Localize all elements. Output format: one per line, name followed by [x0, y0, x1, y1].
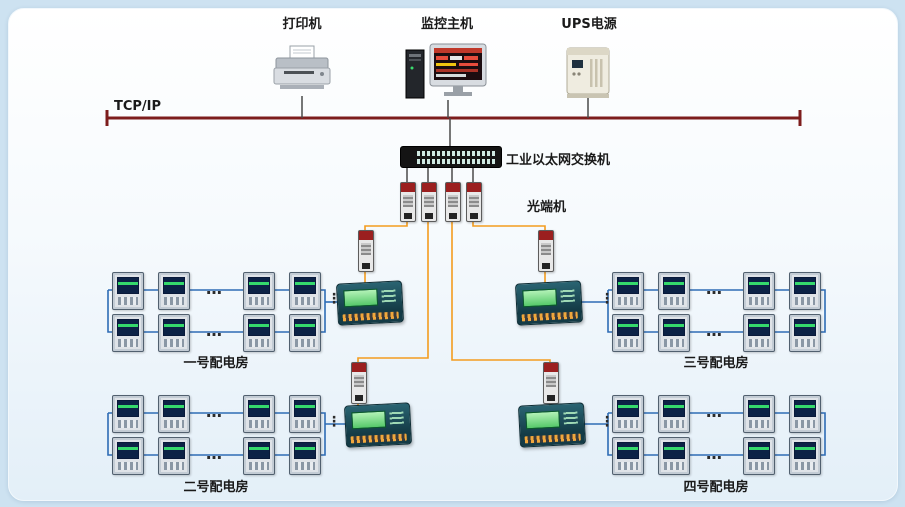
more-meters-ellipsis: …: [206, 279, 224, 298]
more-meters-ellipsis: …: [706, 321, 724, 340]
ups-label: UPS电源: [561, 17, 617, 32]
data-collector: [335, 280, 405, 326]
more-meters-ellipsis: …: [706, 402, 724, 421]
optical-transceiver: [358, 230, 374, 272]
power-meter: [789, 437, 821, 475]
room1-label: 一号配电房: [183, 356, 249, 371]
power-meter: [658, 314, 690, 352]
more-meters-ellipsis: …: [206, 321, 224, 340]
optical-transceiver: [445, 182, 461, 222]
power-meter: [158, 395, 190, 433]
power-meter: [612, 314, 644, 352]
power-meter: [743, 437, 775, 475]
collector-keys: [389, 410, 404, 425]
ethernet-switch: [400, 146, 502, 168]
more-meters-ellipsis: …: [206, 444, 224, 463]
power-meter: [112, 437, 144, 475]
monitor-host-device: [404, 42, 494, 106]
power-meter: [612, 272, 644, 310]
optical-transceiver: [538, 230, 554, 272]
ups-icon: [564, 47, 612, 104]
power-meter: [789, 395, 821, 433]
collector-screen: [522, 288, 558, 308]
power-meter: [112, 272, 144, 310]
switch-label: 工业以太网交换机: [506, 153, 611, 168]
collector-keys: [560, 288, 575, 303]
data-collector: [514, 280, 584, 326]
power-meter: [743, 272, 775, 310]
room4-label: 四号配电房: [683, 480, 749, 495]
more-meters-ellipsis: …: [206, 402, 224, 421]
power-meter: [112, 395, 144, 433]
computer-icon: [404, 43, 494, 106]
power-meter: [658, 437, 690, 475]
optical-transceiver: [400, 182, 416, 222]
printer-icon: [270, 45, 334, 102]
room2-label: 二号配电房: [183, 480, 249, 495]
more-rows-ellipsis: ⋮: [600, 291, 614, 307]
optical-label: 光端机: [527, 200, 567, 215]
power-meter: [789, 314, 821, 352]
power-meter: [289, 314, 321, 352]
data-collector: [517, 402, 587, 448]
power-meter: [658, 272, 690, 310]
more-rows-ellipsis: ⋮: [327, 414, 341, 430]
power-meter: [158, 272, 190, 310]
collector-screen: [525, 410, 561, 430]
collector-screen: [343, 288, 379, 308]
more-rows-ellipsis: ⋮: [600, 414, 614, 430]
data-collector: [343, 402, 413, 448]
power-meter: [112, 314, 144, 352]
printer-device: [270, 44, 334, 102]
power-meter: [289, 272, 321, 310]
optical-transceiver: [421, 182, 437, 222]
optical-transceiver: [466, 182, 482, 222]
collector-keys: [563, 410, 578, 425]
more-meters-ellipsis: …: [706, 444, 724, 463]
power-meter: [243, 437, 275, 475]
ups-device: [564, 46, 612, 104]
collector-screen: [351, 410, 387, 430]
power-meter: [158, 314, 190, 352]
printer-label: 打印机: [282, 17, 322, 32]
power-meter: [289, 395, 321, 433]
power-meter: [743, 314, 775, 352]
power-meter: [243, 272, 275, 310]
power-meter: [243, 314, 275, 352]
collector-keys: [381, 288, 396, 303]
optical-transceiver: [351, 362, 367, 404]
optical-transceiver: [543, 362, 559, 404]
power-meter: [612, 437, 644, 475]
power-meter: [243, 395, 275, 433]
power-meter: [158, 437, 190, 475]
more-meters-ellipsis: …: [706, 279, 724, 298]
monitor-host-label: 监控主机: [420, 17, 473, 32]
more-rows-ellipsis: ⋮: [327, 291, 341, 307]
power-meter: [789, 272, 821, 310]
room3-label: 三号配电房: [683, 356, 749, 371]
power-meter: [743, 395, 775, 433]
power-meter: [658, 395, 690, 433]
tcpip-label: TCP/IP: [114, 99, 162, 114]
power-meter: [289, 437, 321, 475]
power-meter: [612, 395, 644, 433]
